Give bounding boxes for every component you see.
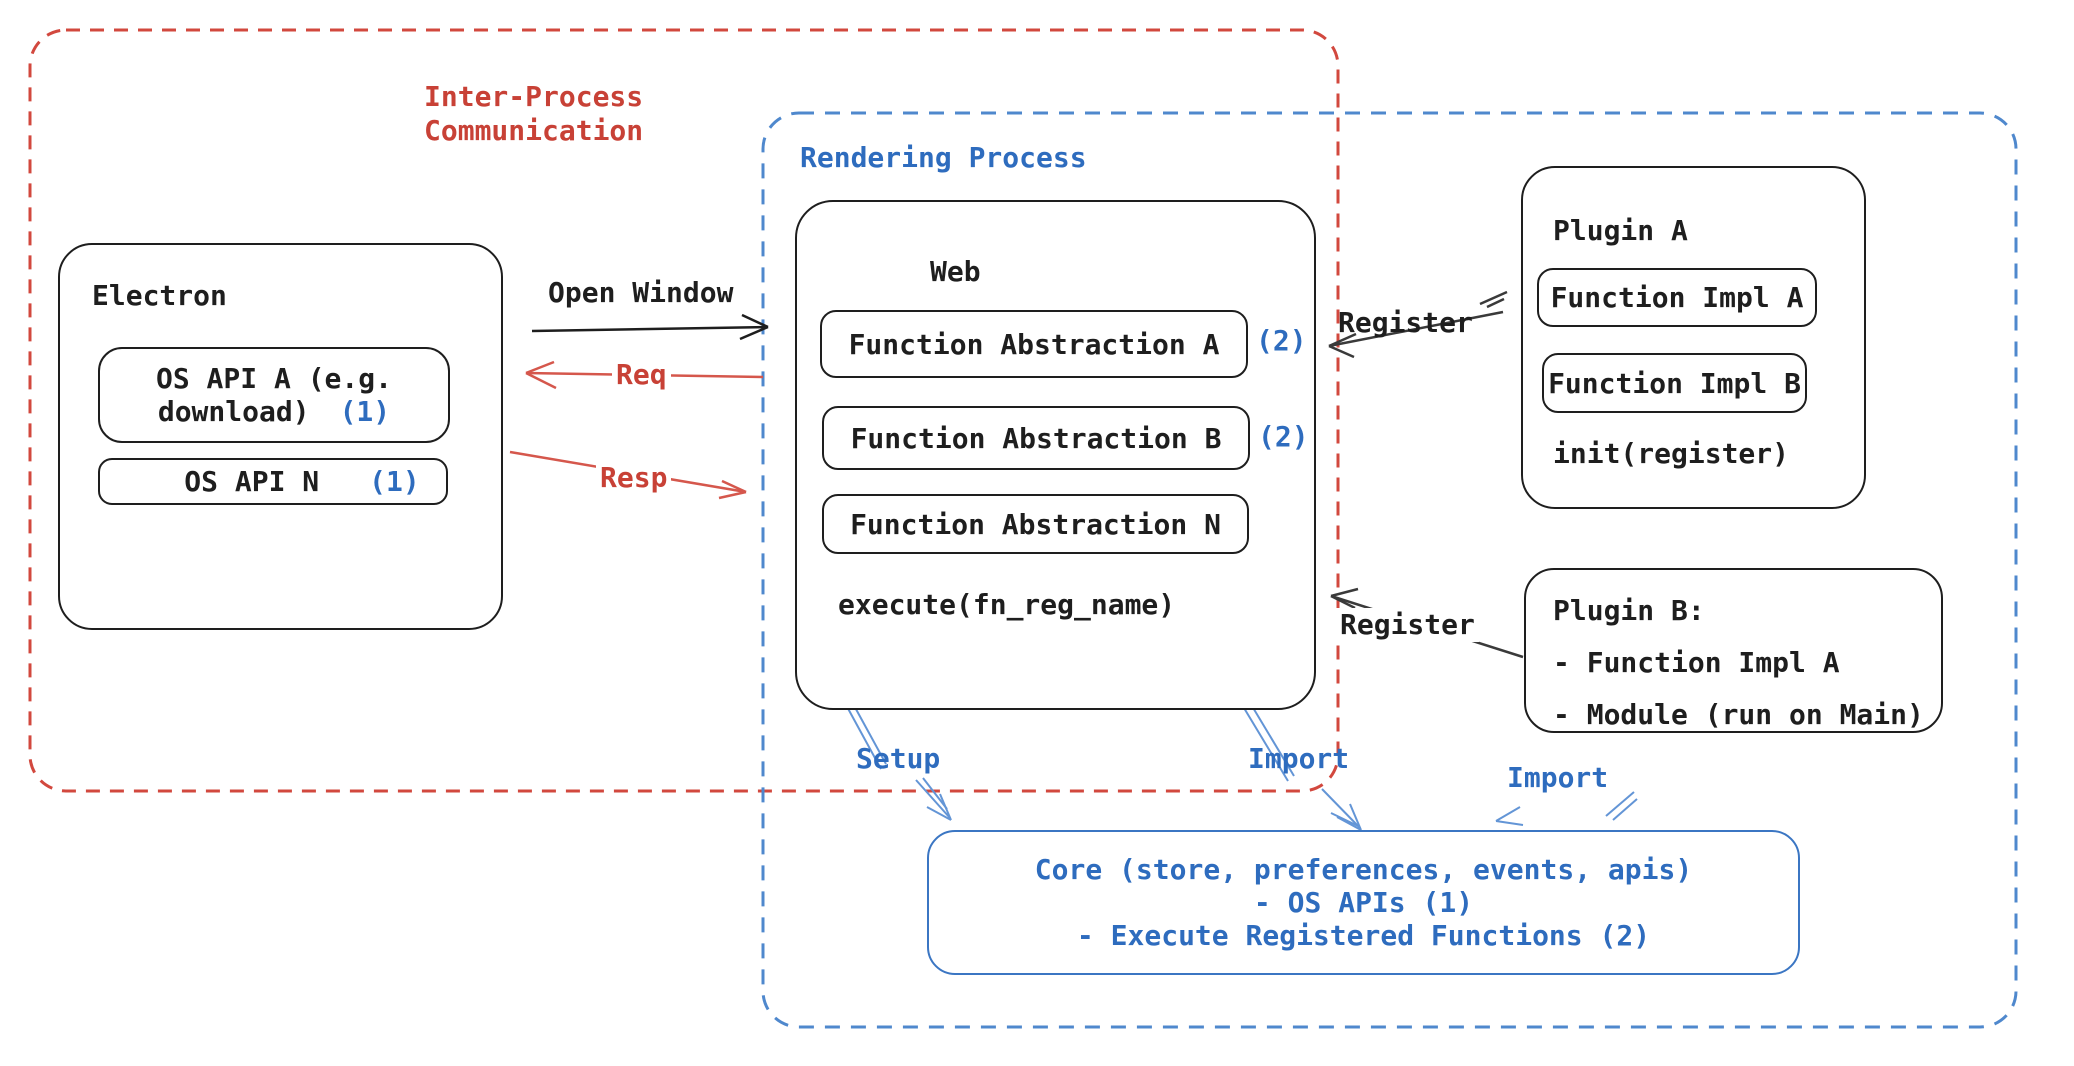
function-impl-b-box: Function Impl B [1542, 353, 1807, 413]
core-line2: - OS APIs (1) [1253, 886, 1474, 919]
plugin-b-box [1524, 568, 1943, 733]
core-line1: Core (store, preferences, events, apis) [1034, 853, 1693, 886]
plugin-a-box [1521, 166, 1866, 509]
os-api-a-box: OS API A (e.g. download) (1) [98, 347, 450, 443]
os-api-a-line2: download) [157, 395, 310, 428]
setup-label: Setup [856, 742, 941, 775]
execute-label: execute(fn_reg_name) [838, 588, 1176, 621]
function-abstraction-b-box: Function Abstraction B [822, 406, 1250, 470]
open-window-label: Open Window [548, 276, 734, 309]
os-api-n-label: OS API N [184, 465, 320, 498]
plugin-a-init-label: init(register) [1553, 437, 1790, 470]
core-box: Core (store, preferences, events, apis) … [927, 830, 1800, 975]
import-plugin-label: Import [1507, 761, 1609, 794]
os-api-a-ref: (1) [339, 395, 391, 428]
resp-label: Resp [596, 461, 672, 495]
req-label: Req [612, 358, 671, 392]
import-web-label: Import [1248, 742, 1350, 775]
function-impl-a-label: Function Impl A [1550, 281, 1804, 314]
os-api-a-line1: OS API A (e.g. [155, 362, 392, 395]
function-abstraction-a-ref: (2) [1256, 324, 1307, 357]
import-plugin-arrow [1495, 791, 1638, 826]
electron-title: Electron [92, 279, 227, 312]
function-abstraction-b-label: Function Abstraction B [850, 421, 1222, 455]
function-impl-b-label: Function Impl B [1548, 366, 1801, 400]
plugin-b-item2: - Module (run on Main) [1553, 698, 1924, 731]
os-api-n-ref: (1) [369, 465, 420, 498]
function-abstraction-n-box: Function Abstraction N [822, 494, 1249, 554]
plugin-b-title: Plugin B: [1553, 594, 1705, 627]
function-abstraction-a-label: Function Abstraction A [848, 327, 1220, 361]
open-window-arrow [531, 313, 769, 341]
os-api-n-box: OS API N (1) [98, 458, 448, 505]
core-line3: - Execute Registered Functions (2) [1076, 919, 1651, 952]
register-plugin-b-label: Register [1336, 608, 1479, 642]
function-abstraction-a-box: Function Abstraction A [820, 310, 1248, 378]
function-impl-a-box: Function Impl A [1537, 268, 1817, 327]
rendering-boundary-label: Rendering Process [800, 141, 1087, 174]
register-plugin-a-label: Register [1338, 306, 1473, 339]
function-abstraction-n-label: Function Abstraction N [850, 507, 1221, 541]
function-abstraction-b-ref: (2) [1258, 420, 1309, 453]
plugin-a-title: Plugin A [1553, 214, 1688, 247]
plugin-b-item1: - Function Impl A [1553, 646, 1840, 679]
web-title: Web [930, 255, 981, 288]
